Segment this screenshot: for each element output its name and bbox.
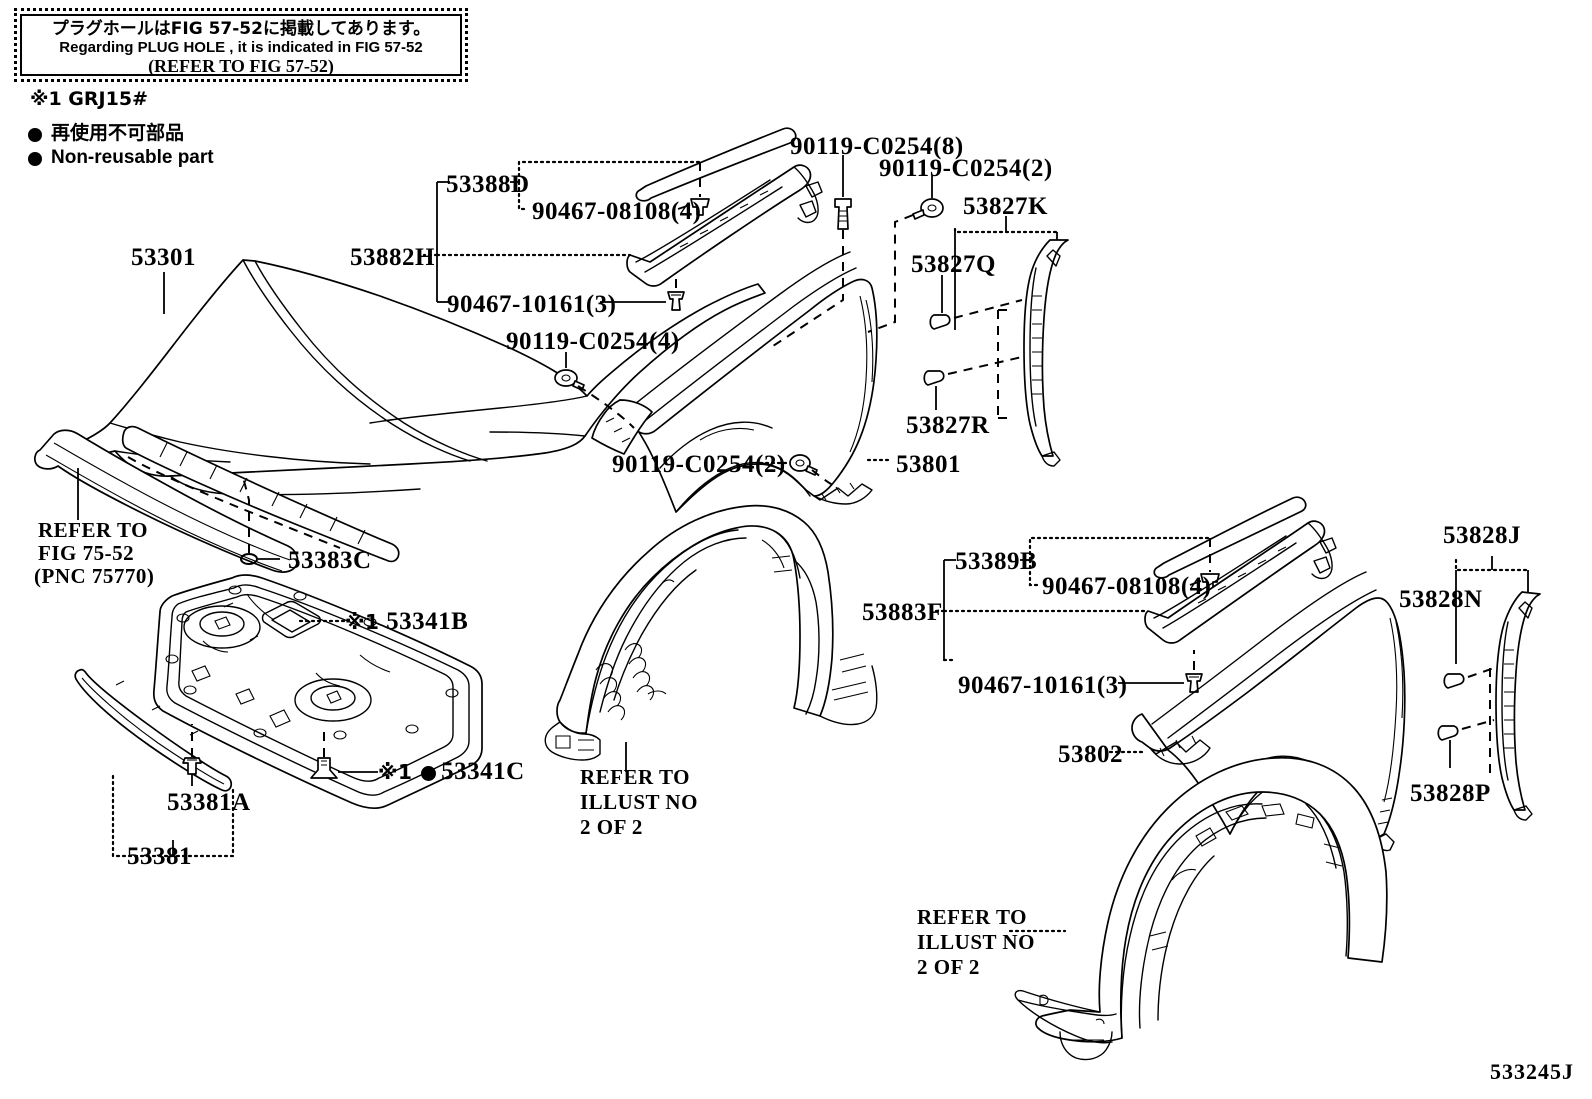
label-53883F: 53883F [862,599,943,626]
legend-grj-mark: ※1 GRJ15# [30,88,148,110]
label-90119-C0254-4: 90119-C0254(4) [506,328,680,355]
rh-fender-weatherstrip [1153,496,1307,579]
dashed-C0254-2-top [867,214,914,333]
label-refer-illust-center-line3: 2 OF 2 [580,815,643,839]
dashed-C0254-2-bottom [811,469,839,489]
label-53827Q: 53827Q [911,251,996,278]
bracket-53827K [953,227,1059,234]
label-90467-08108-lh: 90467-08108(4) [532,198,702,225]
label-53383C: 53383C [288,547,372,574]
dashed-53827R [947,356,1023,375]
dashed-53828P [1461,719,1495,730]
grommet-53828N-shape [1443,673,1465,689]
dashed-53828N [1467,667,1495,678]
dashed-53827Q [953,299,1023,319]
dashed-C0254-8 [769,230,844,349]
filled-circle-icon [28,151,42,166]
label-90467-10161-lh: 90467-10161(3) [447,291,617,318]
dashed-53827-box-ends [998,309,1010,419]
label-53341C: ※1 53341C [378,758,525,785]
label-refer-illust-right-line3: 2 OF 2 [917,955,980,979]
label-53828P: 53828P [1410,780,1491,807]
label-refer-illust-right-line2: ILLUST NO [917,930,1035,954]
label-53389B: 53389B [955,548,1038,575]
label-53827R: 53827R [906,412,990,439]
label-refer-illust-center-line1: REFER TO [580,765,691,789]
plug-hole-note-box: プラグホールはFIG 57-52に掲載してあります。 Regarding PLU… [14,8,468,82]
note-line-english: Regarding PLUG HOLE , it is indicated in… [59,38,423,56]
clip-10161-rh-shape [1185,673,1203,693]
label-53802: 53802 [1058,741,1123,768]
grommet-53827Q-shape [929,314,951,330]
bracket-53388D-top [517,160,702,184]
clip-10161-lh-shape [667,291,685,311]
label-refer-fig7552-line2: FIG 75-52 [38,541,135,565]
legend-nonreusable-en: Non-reusable part [28,147,214,169]
bolt-C0254-4-shape [554,369,585,391]
bracket-53828J [1454,558,1530,572]
lh-fender-weatherstrip [635,127,797,202]
center-fender-liner-illustration [544,504,878,761]
label-90119-C0254-2-top: 90119-C0254(2) [879,155,1053,182]
label-53882H: 53882H [350,244,435,271]
bolt-C0254-2-top-shape [912,198,944,220]
label-90467-08108-rh: 90467-08108(4) [1042,573,1212,600]
grommet-53828P-shape [1437,725,1459,741]
label-53301: 53301 [131,244,196,271]
dashed-hood-to-seal [127,456,341,549]
rh-seal-retainer-illustration [1495,591,1541,821]
label-53828N: 53828N [1399,586,1483,613]
rh-fender-liner-illustration [1014,756,1388,1061]
label-refer-illust-center-line2: ILLUST NO [580,790,698,814]
label-refer-illust-right-line1: REFER TO [917,905,1028,929]
label-53381A: 53381A [167,789,251,816]
label-53828J: 53828J [1443,522,1521,549]
bolt-C0254-2-bottom-shape [789,454,818,476]
filled-circle-icon [421,765,437,781]
dashed-C0254-4 [577,385,635,429]
clip-53341C-shape [310,757,338,779]
grommet-53827R-shape [923,370,945,386]
label-53341B: ※1 53341B [345,608,469,635]
hood-front-moulding [121,425,400,563]
note-line-refer: (REFER TO FIG 57-52) [148,55,334,76]
legend-nonreusable-jp: 再使用不可部品 [28,118,184,145]
label-90119-C0254-8: 90119-C0254(8) [790,133,964,160]
label-53388D: 53388D [446,171,530,198]
bracket-53389B-top [1028,536,1212,562]
bolt-C0254-8-shape [834,198,852,230]
insulator-support-strip [74,668,233,792]
dashed-53383C [242,476,250,553]
filled-circle-icon [28,127,42,142]
note-line-japanese: プラグホールはFIG 57-52に掲載してあります。 [51,18,431,39]
diagram-id: 533245J [1490,1059,1574,1084]
label-refer-fig7552-line1: REFER TO [38,518,149,542]
label-53381: 53381 [127,843,192,870]
label-90119-C0254-2-bottom: 90119-C0254(2) [612,451,786,478]
clip-53381A-shape [182,757,202,775]
label-53801: 53801 [896,451,961,478]
rh-fender-illustration [1131,571,1406,852]
lh-seal-retainer-illustration [1023,239,1069,467]
grommet-53383C-shape [240,553,258,565]
label-53827K: 53827K [963,193,1048,220]
label-refer-fig7552-line3: (PNC 75770) [34,564,155,588]
label-90467-10161-rh: 90467-10161(3) [958,672,1128,699]
